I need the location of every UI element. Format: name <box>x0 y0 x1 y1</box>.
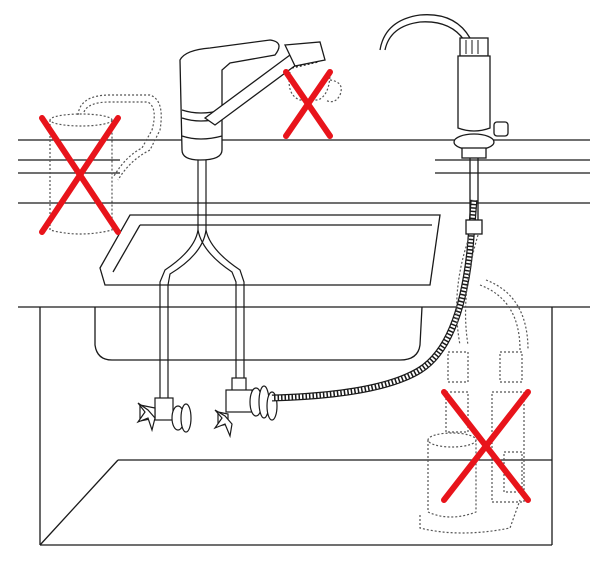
cartridge-hose-outline <box>456 234 529 351</box>
x-mark-icon-stroke-2 <box>441 389 531 503</box>
left-angle-valve <box>136 397 192 433</box>
braided-hose <box>271 199 478 402</box>
x-mark-icon-stroke-2 <box>39 115 121 235</box>
right-angle-valve <box>213 377 278 439</box>
old-filter-outline <box>49 94 162 235</box>
sink-basin <box>94 214 441 361</box>
filter-tap <box>379 14 509 235</box>
supply-pipes <box>159 160 245 400</box>
under-sink-cartridges-crossed <box>441 389 531 503</box>
countertop <box>18 139 590 308</box>
mixer-faucet <box>179 39 326 161</box>
old-filter-crossed <box>39 115 121 235</box>
cross-marks <box>39 69 531 503</box>
x-mark-icon-stroke-2 <box>283 69 333 139</box>
faucet-attachment-crossed <box>283 69 333 139</box>
cartridges-outline <box>419 351 525 534</box>
cabinet <box>39 307 553 546</box>
